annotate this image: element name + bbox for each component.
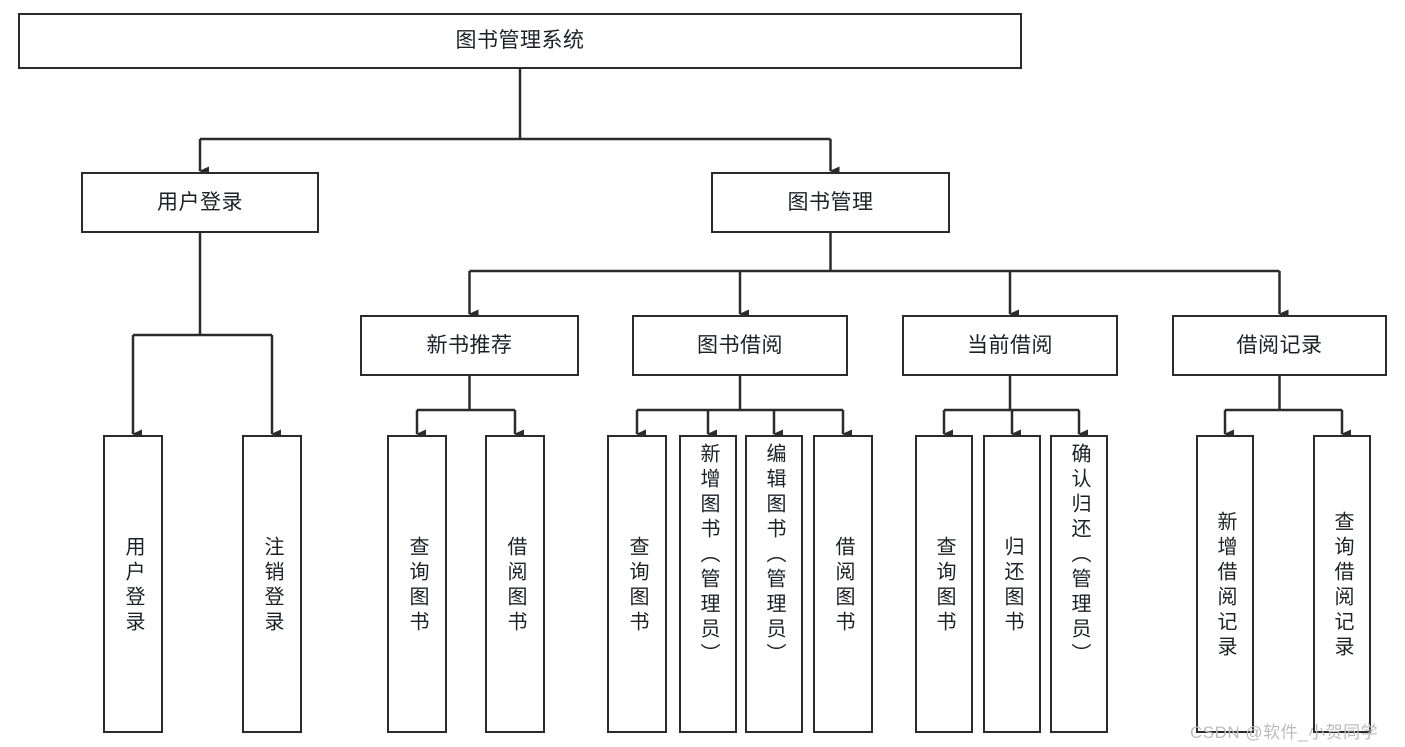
node-leaf-edit-book-admin[interactable]: 编辑图书（管理员）	[745, 435, 803, 733]
node-label-leaf-add-borrow-record: 新增借阅记录	[1214, 511, 1236, 661]
node-label-borrow-record: 借阅记录	[1236, 333, 1323, 357]
node-leaf-return-book[interactable]: 归还图书	[983, 435, 1041, 733]
node-leaf-query-book-3[interactable]: 查询图书	[915, 435, 973, 733]
node-label-leaf-query-book-1: 查询图书	[406, 536, 428, 636]
node-label-book-manage: 图书管理	[787, 190, 874, 214]
node-label-leaf-query-book-3: 查询图书	[933, 536, 955, 636]
node-label-leaf-confirm-return-admin: 确认归还（管理员）	[1068, 443, 1090, 668]
node-leaf-user-login[interactable]: 用户登录	[103, 435, 163, 733]
node-label-root: 图书管理系统	[455, 29, 585, 53]
node-label-leaf-user-login: 用户登录	[122, 536, 144, 636]
node-leaf-query-book-2[interactable]: 查询图书	[607, 435, 667, 733]
node-label-leaf-return-book: 归还图书	[1001, 536, 1023, 636]
node-leaf-add-borrow-record[interactable]: 新增借阅记录	[1196, 435, 1254, 733]
node-label-leaf-borrow-book-2: 借阅图书	[832, 536, 854, 636]
node-borrow-record[interactable]: 借阅记录	[1172, 315, 1387, 376]
node-label-new-book-recommend: 新书推荐	[426, 333, 513, 357]
node-label-leaf-query-book-2: 查询图书	[626, 536, 648, 636]
node-label-current-borrow: 当前借阅	[967, 333, 1053, 357]
node-label-leaf-logout: 注销登录	[261, 536, 283, 636]
node-user-login[interactable]: 用户登录	[81, 172, 319, 233]
node-label-user-login: 用户登录	[157, 190, 243, 214]
node-book-borrow[interactable]: 图书借阅	[632, 315, 848, 376]
node-leaf-query-book-1[interactable]: 查询图书	[387, 435, 447, 733]
node-label-leaf-borrow-book-1: 借阅图书	[504, 536, 526, 636]
node-leaf-add-book-admin[interactable]: 新增图书（管理员）	[679, 435, 737, 733]
node-label-leaf-edit-book-admin: 编辑图书（管理员）	[763, 443, 785, 668]
node-leaf-borrow-book-2[interactable]: 借阅图书	[813, 435, 873, 733]
node-book-manage[interactable]: 图书管理	[711, 172, 950, 233]
node-current-borrow[interactable]: 当前借阅	[902, 315, 1118, 376]
node-label-book-borrow: 图书借阅	[697, 333, 783, 357]
node-leaf-confirm-return-admin[interactable]: 确认归还（管理员）	[1050, 435, 1108, 733]
node-new-book-recommend[interactable]: 新书推荐	[360, 315, 579, 376]
node-leaf-query-borrow-record[interactable]: 查询借阅记录	[1313, 435, 1371, 733]
node-label-leaf-add-book-admin: 新增图书（管理员）	[697, 443, 719, 668]
node-label-leaf-query-borrow-record: 查询借阅记录	[1331, 511, 1353, 661]
connector-layer	[131, 69, 1351, 439]
node-leaf-logout[interactable]: 注销登录	[242, 435, 302, 733]
node-leaf-borrow-book-1[interactable]: 借阅图书	[485, 435, 545, 733]
node-root[interactable]: 图书管理系统	[18, 13, 1022, 69]
